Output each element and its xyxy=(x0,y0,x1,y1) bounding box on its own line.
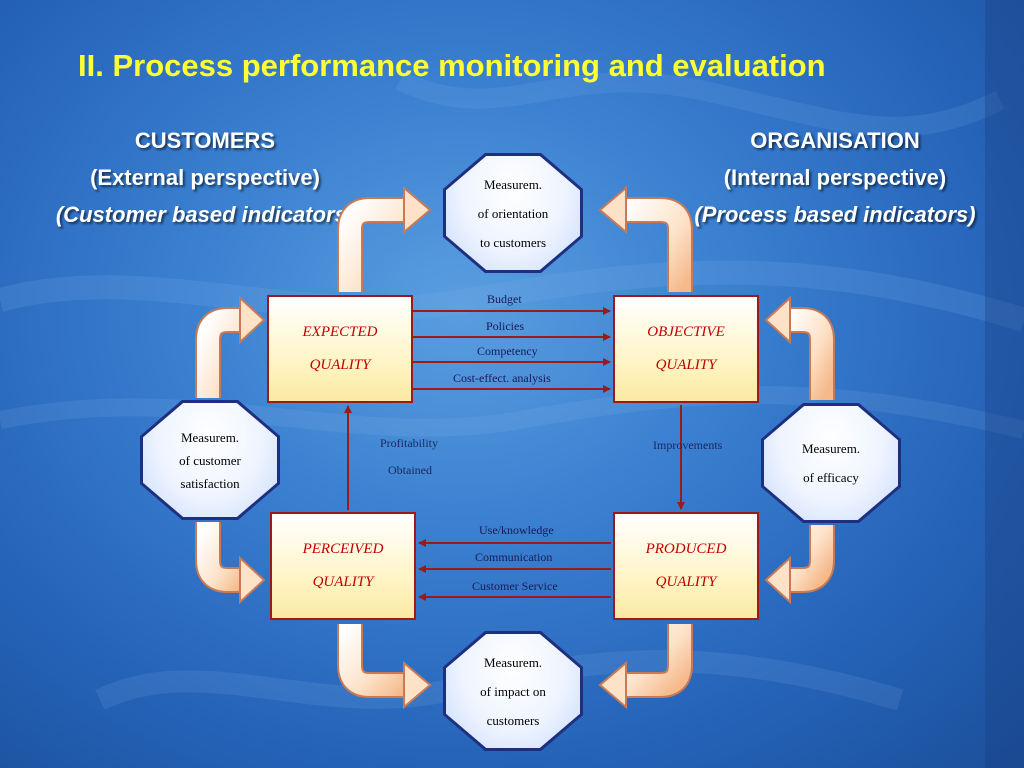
measurement-efficacy-line1: Measurem. xyxy=(801,441,861,456)
measurement-satisfaction-line2: of customer xyxy=(179,452,241,468)
curved-arrow-right-top xyxy=(764,295,835,400)
produced-quality-sublabel: QUALITY xyxy=(655,574,717,590)
slide-title: II. Process performance monitoring and e… xyxy=(78,48,826,83)
flow-label-profitability: Profitability xyxy=(380,436,438,450)
produced-quality-label: PRODUCED xyxy=(645,541,727,557)
flow-label-communication: Communication xyxy=(475,550,553,564)
perceived-quality-box: PERCEIVED QUALITY xyxy=(270,512,416,620)
customers-perspective: CUSTOMERS (External perspective) (Custom… xyxy=(40,122,370,228)
flow-label-use-knowledge: Use/knowledge xyxy=(479,523,554,537)
curved-arrow-top-right xyxy=(598,185,693,292)
curved-arrow-left-top xyxy=(195,295,266,398)
curved-arrow-right-bottom xyxy=(764,525,835,605)
expected-quality-box: EXPECTED QUALITY xyxy=(267,295,413,403)
measurement-orientation-line2: of orientation xyxy=(477,205,549,221)
measurement-orientation-line3: to customers xyxy=(479,234,547,250)
flow-label-obtained: Obtained xyxy=(388,463,432,477)
perceived-quality-label: PERCEIVED xyxy=(302,541,384,557)
curved-arrow-left-bottom xyxy=(195,522,266,605)
flow-label-cost-effect: Cost-effect. analysis xyxy=(453,371,551,385)
customers-subheading: (External perspective) xyxy=(90,165,320,191)
objective-quality-label: OBJECTIVE xyxy=(647,324,725,340)
organisation-indicators: (Process based indicators) xyxy=(694,201,976,227)
perceived-quality-sublabel: QUALITY xyxy=(312,574,374,590)
customers-indicators: (Customer based indicators) xyxy=(55,201,355,227)
expected-to-objective-arrows xyxy=(413,307,611,393)
organisation-perspective: ORGANISATION (Internal perspective) (Pro… xyxy=(665,122,1005,228)
expected-quality-label: EXPECTED xyxy=(302,324,378,340)
measurement-satisfaction-octagon: Measurem. of customer satisfaction xyxy=(140,400,280,520)
flow-label-improvements: Improvements xyxy=(653,438,723,452)
measurement-orientation-octagon: Measurem. of orientation to customers xyxy=(443,153,583,273)
measurement-satisfaction-line1: Measurem. xyxy=(180,429,240,445)
organisation-heading: ORGANISATION xyxy=(750,128,920,153)
measurement-impact-line3: customers xyxy=(486,712,540,728)
customers-heading: CUSTOMERS xyxy=(134,128,276,153)
curved-arrow-bottom-left xyxy=(337,624,432,710)
measurement-satisfaction-line3: satisfaction xyxy=(180,475,240,491)
measurement-impact-line2: of impact on xyxy=(480,683,546,699)
measurement-impact-line1: Measurem. xyxy=(483,654,543,670)
objective-quality-sublabel: QUALITY xyxy=(655,357,717,373)
objective-quality-box: OBJECTIVE QUALITY xyxy=(613,295,759,403)
flow-label-competency: Competency xyxy=(477,344,538,358)
measurement-orientation-line1: Measurem. xyxy=(483,176,543,192)
flow-label-budget: Budget xyxy=(487,292,522,306)
curved-arrow-bottom-right xyxy=(598,624,693,710)
measurement-impact-octagon: Measurem. of impact on customers xyxy=(443,631,583,751)
measurement-efficacy-line2: of efficacy xyxy=(803,470,859,485)
produced-quality-box: PRODUCED QUALITY xyxy=(613,512,759,620)
organisation-subheading: (Internal perspective) xyxy=(723,165,947,191)
produced-to-perceived-arrows xyxy=(418,539,611,601)
curved-arrow-top-left xyxy=(337,185,432,292)
flow-label-customer-service: Customer Service xyxy=(472,579,558,593)
flow-label-policies: Policies xyxy=(486,319,524,333)
measurement-efficacy-octagon: Measurem. of efficacy xyxy=(761,403,901,523)
expected-quality-sublabel: QUALITY xyxy=(309,357,371,373)
